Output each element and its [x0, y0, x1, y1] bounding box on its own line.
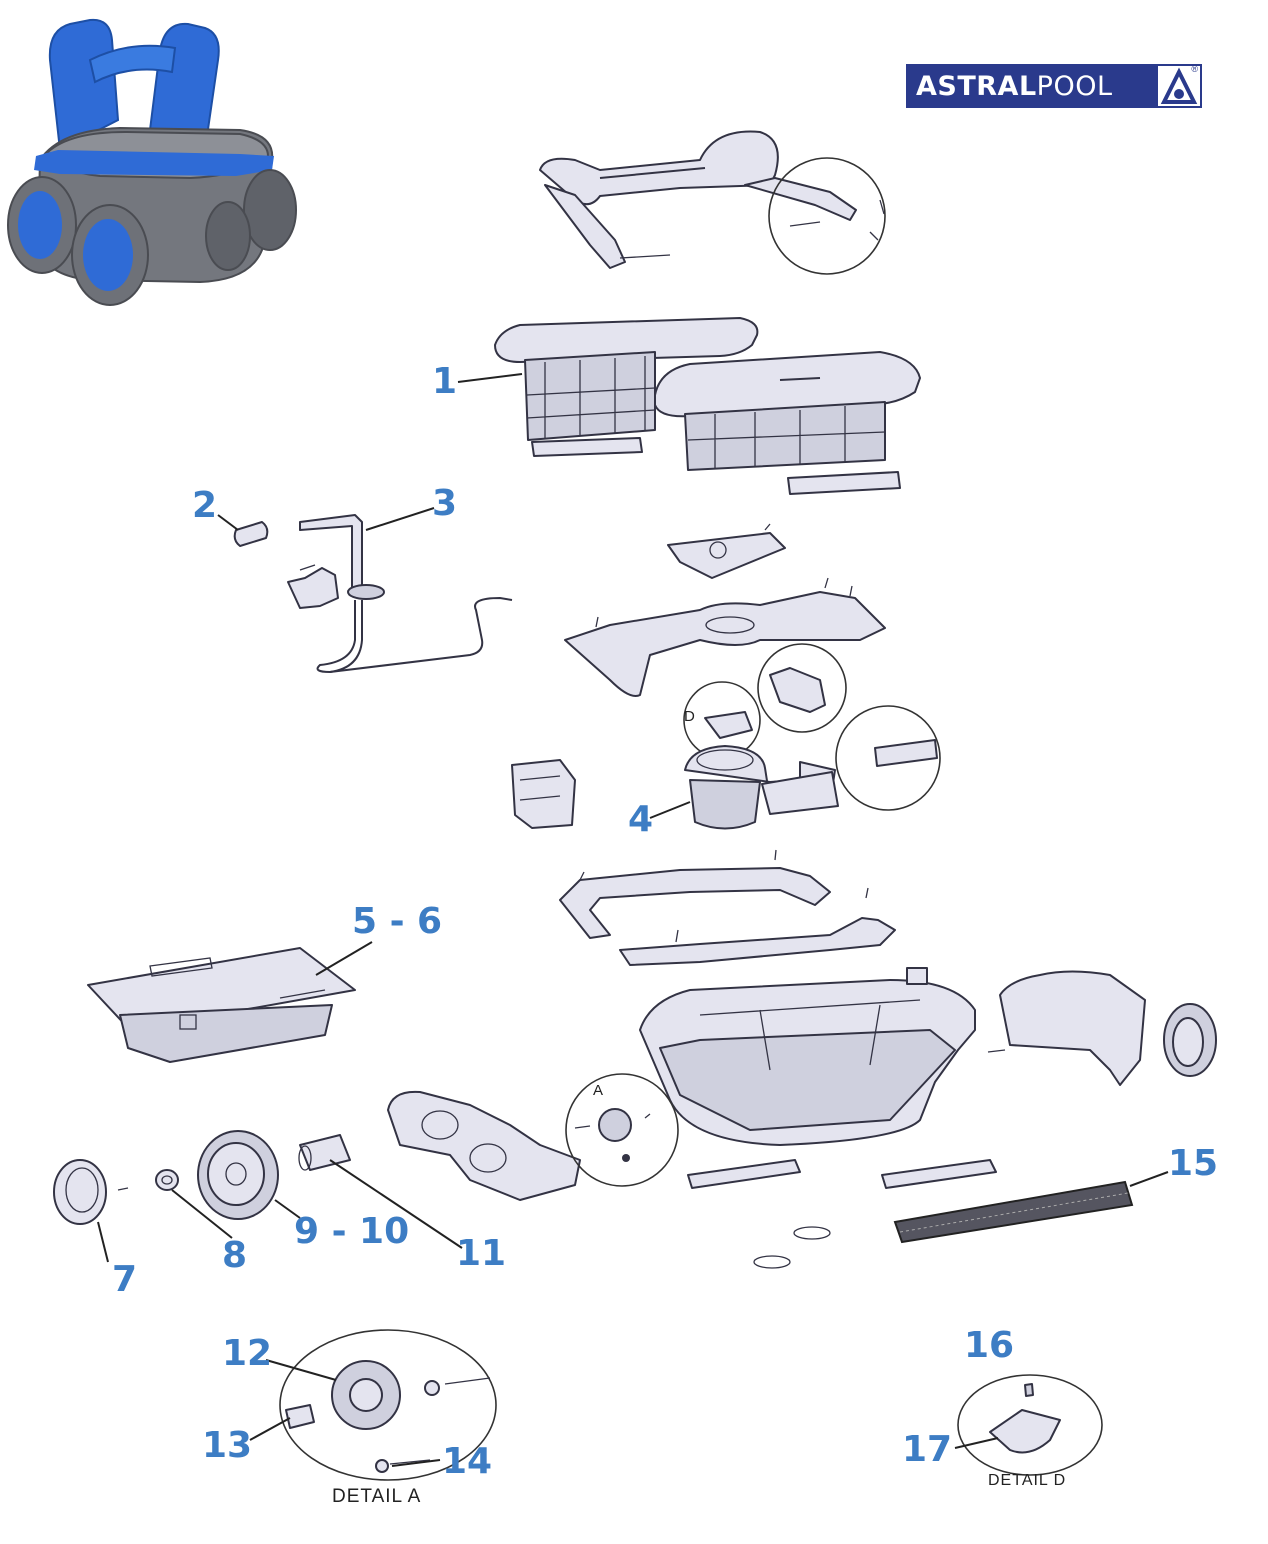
callout-4: 4 — [628, 799, 654, 840]
callout-12: 12 — [222, 1333, 273, 1374]
registered-mark: ® — [1191, 64, 1198, 74]
detail-a-marker: A — [593, 1082, 603, 1099]
top-plate-part — [564, 523, 886, 697]
brush-mounts-part — [687, 1159, 997, 1269]
wheel-cap-part — [53, 1159, 129, 1225]
callout-1: 1 — [432, 361, 458, 402]
callout-11: 11 — [456, 1233, 507, 1274]
right-drive-module-part — [987, 970, 1217, 1086]
gasket-frame-part — [559, 849, 896, 966]
drive-wheel-part — [197, 1130, 279, 1220]
detail-d-marker: D — [684, 708, 695, 725]
detail-d-caption: DETAIL D — [988, 1472, 1067, 1489]
detail-a-caption: DETAIL A — [332, 1486, 422, 1507]
power-supply-part — [87, 947, 356, 1063]
gear-detail-inset — [565, 1073, 679, 1187]
callout-3: 3 — [432, 483, 458, 524]
callout-leaders — [97, 373, 1169, 1467]
axle-bushing-part — [298, 1134, 351, 1171]
handle-part — [539, 130, 886, 275]
left-wheel-housing-part — [387, 1090, 581, 1201]
callout-9-10: 9 - 10 — [294, 1211, 410, 1252]
washer-part — [155, 1169, 179, 1191]
callout-17: 17 — [902, 1429, 953, 1470]
detail-a-inset — [279, 1329, 497, 1481]
callout-14: 14 — [442, 1441, 493, 1482]
logo-triangle-icon: ® — [1158, 64, 1200, 106]
callout-16: 16 — [964, 1325, 1015, 1366]
filter-baskets-part — [494, 317, 921, 495]
robot-cleaner-illustration — [7, 18, 297, 306]
callout-15: 15 — [1168, 1143, 1219, 1184]
callout-7: 7 — [112, 1259, 138, 1300]
chassis-body-part — [639, 967, 976, 1146]
callout-5-6: 5 - 6 — [352, 901, 443, 942]
callout-2: 2 — [192, 485, 218, 526]
rod-assembly-part — [233, 514, 513, 674]
logo-text-bold: ASTRAL — [916, 70, 1037, 102]
pump-motor-part — [511, 643, 941, 830]
detail-d-inset — [957, 1374, 1103, 1476]
callout-8: 8 — [222, 1235, 248, 1276]
astralpool-logo: ASTRALPOOL ® — [906, 64, 1202, 108]
logo-text-light: POOL — [1036, 70, 1113, 102]
callout-13: 13 — [202, 1425, 253, 1466]
roller-brush-part — [893, 1180, 1134, 1244]
